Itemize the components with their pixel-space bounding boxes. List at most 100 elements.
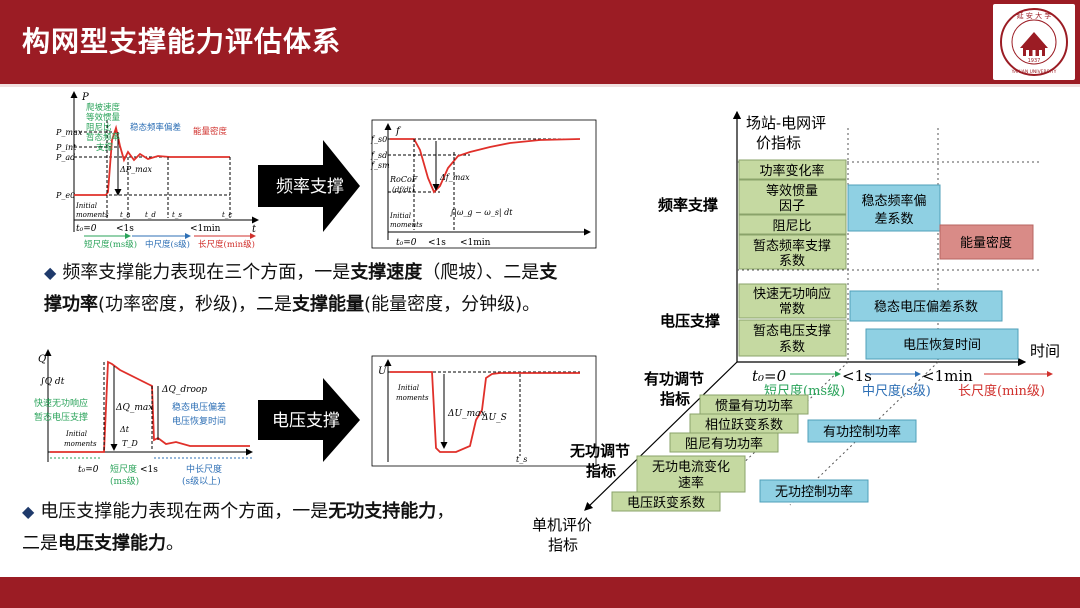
evaluation-matrix: 场站-电网评 价指标 时间 频率支撑 电压支撑 有功调节 指标 无功调节 指标 … [532,110,1060,554]
volt-arrow-label: 电压支撑 [272,411,340,431]
freq-scale-short: 短尺度(ms级) [84,239,137,250]
freq-description: ◆频率支撑能力表现在三个方面，一是支撑速度（爬坡）、二是支 撑功率(功率密度，秒… [44,257,644,321]
matrix-scale-long: 长尺度(min级) [958,383,1045,399]
box-reactive-control-label: 无功控制功率 [775,484,853,500]
freq-scale-mid: 中尺度(s级) [145,239,190,250]
tick-pint: P_int [55,143,77,152]
box-steady-freq [847,184,941,232]
footer-bar [0,577,1080,608]
volt-q-plot: Q ∫Q dt ΔQ_max ΔQ_droop 快速无功响应 暂态电压支撑 稳态… [34,349,253,487]
row-volt-label: 电压支撑 [660,312,720,330]
volt-dqmax: ΔQ_max [115,403,153,413]
freq-rocof2: (df/dt) [392,186,414,194]
note-transient-volt: 暂态电压支撑 [34,411,88,423]
box-reactive-current-label-1: 无功电流变化 [652,459,730,475]
box-transient-freq-label-1: 暂态频率支撑 [753,238,831,254]
note-damping: 阻尼比 [86,122,112,133]
axis-top-label-2: 价指标 [756,134,801,152]
para2-text-1: 电压支撑能力表现在两个方面，一是 [40,501,329,522]
para1-text-2: （爬坡）、二是 [422,262,540,283]
para1-bold-4: 支撑能量 [292,294,365,315]
svg-text:1937: 1937 [1028,58,1041,64]
box-power-change-rate [738,159,847,180]
freq-rocof: RoCoF [389,175,418,184]
box-volt-jump-label: 电压跃变系数 [627,495,705,511]
box-equiv-inertia-label-2: 因子 [779,199,805,214]
page-title: 构网型支撑能力评估体系 [22,25,342,58]
freq-scale-long: 长尺度(min级) [198,239,255,250]
tick-pmax: P_max [55,128,83,137]
note-support: 支撑 [96,142,114,153]
freq-lt1min: <1min [190,224,221,234]
volt-scale-short: 短尺度 [110,463,137,475]
row-freq-label: 频率支撑 [658,196,718,214]
note-energy: 能量密度 [193,126,228,137]
university-logo: 延 安 大 学 1937 YAN'AN UNIVERSITY [993,4,1075,80]
bullet-diamond-icon: ◆ [44,263,57,282]
tick-fsm: f_sm [370,161,390,170]
volt-scale-short-unit: (ms级) [110,475,139,487]
box-active-control [807,419,917,443]
svg-text:YAN'AN UNIVERSITY: YAN'AN UNIVERSITY [1011,69,1057,75]
freq-curve [390,138,581,194]
note-steady: 稳态频率偏差 [130,122,181,133]
box-steady-freq-label-2: 差系数 [874,212,913,227]
active-label-1: 有功调节 [644,370,704,388]
freq-ta: t_a [120,211,131,219]
box-volt-jump [611,491,721,512]
volt-scale-mid-unit: (s级以上) [182,475,221,487]
tick-fs0: f_s0 [370,135,387,144]
freq-tc: t_c [222,211,232,219]
volt-curve-moments: moments [396,394,429,402]
tick-pad: P_ad [55,153,75,162]
para2-text-4: 。 [166,533,184,554]
box-transient-volt-label-2: 系数 [779,340,805,355]
freq-td: t_d [145,211,156,219]
volt-description: ◆电压支撑能力表现在两个方面，一是无功支持能力， 二是电压支撑能力。 [22,496,532,560]
box-steady-freq-label-1: 稳态频率偏 [861,193,926,209]
active-label-2: 指标 [660,390,690,408]
box-equiv-inertia [738,179,847,215]
box-equiv-inertia-label-1: 等效惯量 [766,183,818,199]
tick-fsd: f_sd [370,151,387,160]
volt-plot-ylabel: Q [38,354,46,365]
volt-u-plot: U ΔU_max ΔU_S Initial moments t_s [371,355,597,467]
box-steady-volt-label: 稳态电压偏差系数 [874,299,978,315]
volt-dumax: ΔU_max [447,409,486,419]
tick-pe0: P_e0 [55,191,75,200]
matrix-lt1min: <1min [922,367,973,385]
freq-support-arrow: 频率支撑 [258,140,360,232]
volt-dt: Δt [119,425,130,434]
para2-bold-1: 无功支持能力 [328,501,437,522]
box-volt-recovery [865,328,1019,360]
axis-top-label-1: 场站-电网评 [746,114,826,132]
freq-curve-moments: moments [390,221,423,229]
volt-curve-ylabel: U [378,366,387,377]
para1-bold-2: 支 [539,262,558,283]
matrix-t0: t₀=0 [752,367,787,385]
freq-arrow-label: 频率支撑 [276,177,344,197]
header-bar: 构网型支撑能力评估体系 延 安 大 学 1937 YAN'AN UNIVERSI… [0,0,1080,84]
freq-moments: moments [76,211,109,219]
freq-curve-lt1s: <1s [428,238,446,248]
box-steady-volt [849,290,1003,322]
volt-integral: ∫Q dt [40,377,65,387]
para2-text-2: ， [436,501,455,522]
bullet-diamond-icon: ◆ [22,502,35,521]
freq-curve-ylabel: f [395,126,402,137]
note-fast-reactive: 快速无功响应 [34,397,88,409]
volt-support-arrow: 电压支撑 [258,378,360,462]
freq-curve-plot: f f_s0 f_sd f_sm Δf_max RoCoF (df/dt) ∫|… [370,119,597,249]
box-power-change-rate-label: 功率变化率 [759,163,824,179]
box-damping [738,214,847,235]
freq-plot-ylabel: P [81,92,89,103]
box-fast-reactive [738,283,847,319]
box-reactive-current-label-2: 速率 [678,475,704,491]
freq-plot-dpmax: ΔP_max [119,165,153,174]
reactive-label-1: 无功调节 [569,442,630,460]
volt-ts: t_s [516,455,527,464]
para1-bold-3: 撑功率 [44,294,98,315]
volt-moments: moments [64,440,97,448]
box-damping-active-label: 阻尼有功功率 [685,436,763,452]
box-transient-volt [738,319,847,357]
